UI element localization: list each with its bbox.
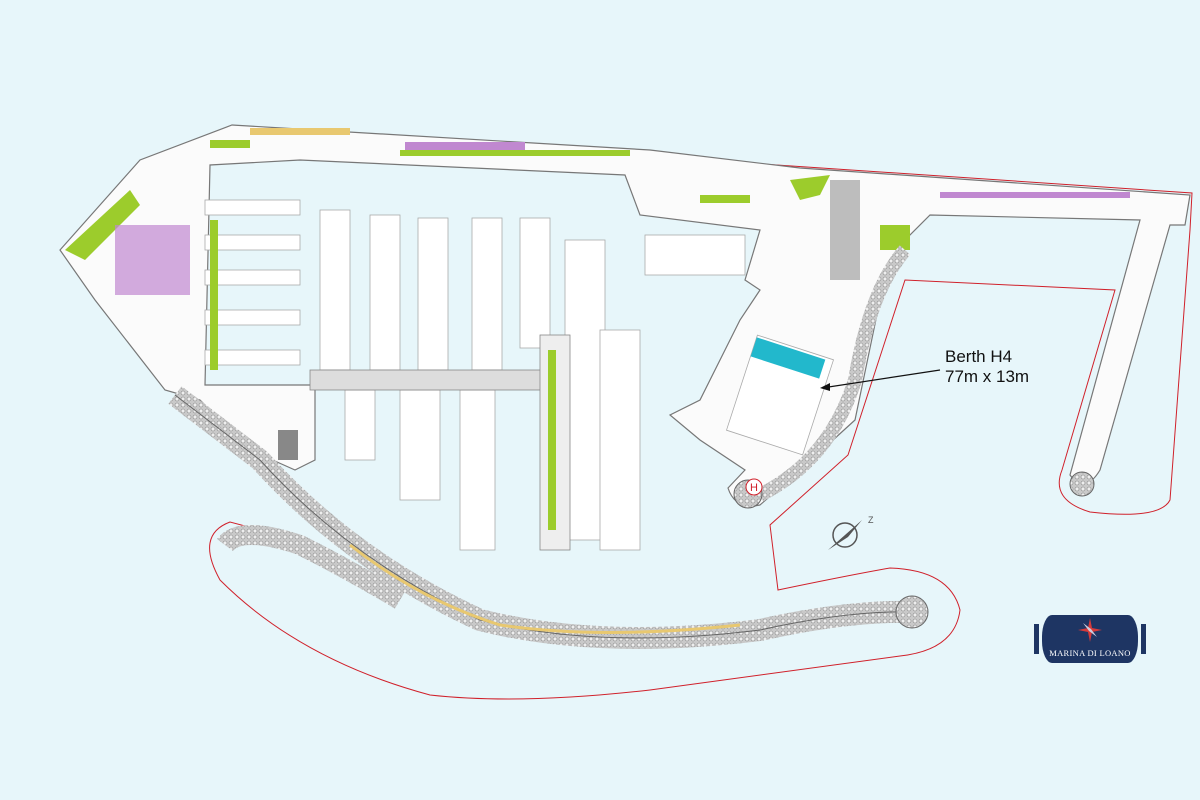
berth-info-label: Berth H4 77m x 13m [945, 347, 1029, 387]
parking-areas [115, 128, 1130, 460]
helipad-icon [745, 478, 763, 496]
green-areas [65, 140, 910, 530]
west-spur-breakwater [217, 525, 406, 609]
marina-di-loano-logo: MARINA DI LOANO [1032, 615, 1148, 663]
quay-path [349, 543, 741, 634]
berth-callout-arrowhead [820, 383, 830, 391]
berth-h4[interactable] [750, 337, 826, 379]
pontoons [204, 199, 834, 551]
svg-text:Z: Z [868, 515, 874, 525]
berth-callout-line [821, 369, 941, 389]
berth-dimensions: 77m x 13m [945, 367, 1030, 386]
compass-star-icon [1078, 618, 1102, 642]
harbour-boundary-line [209, 127, 1193, 700]
logo-left-bar [1034, 624, 1039, 654]
helipad-symbol: H [750, 482, 758, 494]
logo-right-bar [1141, 624, 1146, 654]
berth-name: Berth H4 [945, 347, 1013, 366]
roundhead-south [895, 595, 929, 629]
east-breakwater [756, 245, 911, 502]
roundhead-northeast [1069, 471, 1095, 497]
logo-text: MARINA DI LOANO [1049, 648, 1131, 658]
compass-rose-icon: Z [828, 515, 874, 550]
